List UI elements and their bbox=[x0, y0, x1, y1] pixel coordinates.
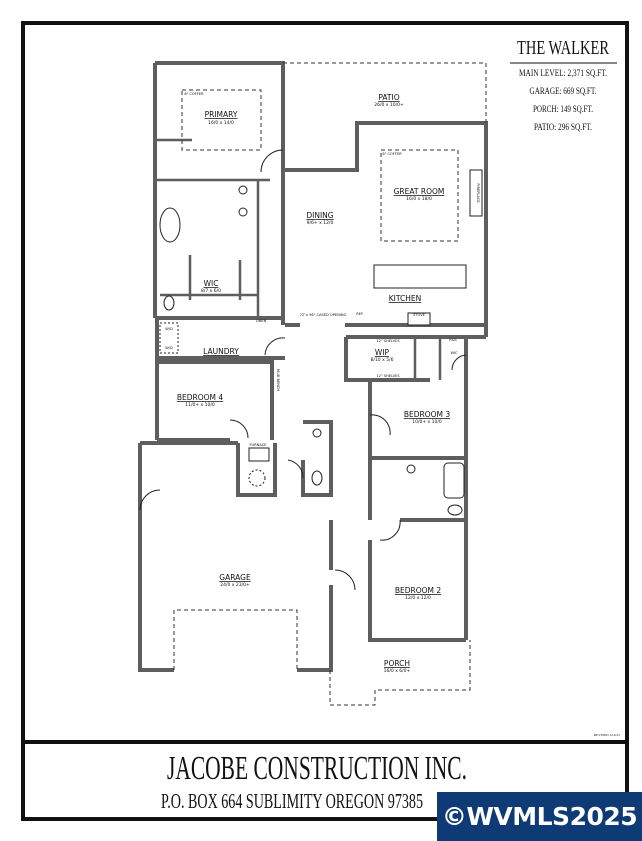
room-wic: WIC bbox=[204, 279, 219, 288]
fireplace bbox=[469, 169, 483, 217]
dim-bedroom-3: 10/0+ x 10/0 bbox=[412, 419, 442, 425]
dashed-outlines bbox=[173, 62, 487, 706]
note-furnace: FURNACE bbox=[249, 443, 267, 447]
mls-watermark: ©WVMLS2025 bbox=[437, 792, 642, 841]
room-kitchen: KITCHEN bbox=[389, 294, 422, 303]
note-shelves-top: 12" SHELVES bbox=[376, 339, 400, 343]
area-main: MAIN LEVEL: 2,371 SQ.FT. bbox=[519, 68, 607, 78]
room-laundry: LAUNDRY bbox=[203, 347, 239, 356]
kitchen-island bbox=[373, 264, 467, 289]
note-washer: W/D bbox=[165, 327, 173, 331]
sink bbox=[312, 428, 322, 438]
revised-note: REVISED 12.6.25 bbox=[594, 733, 620, 737]
area-garage: GARAGE: 669 SQ.FT. bbox=[530, 86, 597, 96]
note-coffer-great-room: 8" COFFER bbox=[382, 152, 402, 156]
room-bedroom-2: BEDROOM 2 bbox=[395, 586, 442, 595]
toilet bbox=[311, 470, 323, 486]
dim-bedroom-2: 12/0 x 12/0 bbox=[405, 595, 431, 601]
room-bedroom-3: BEDROOM 3 bbox=[404, 410, 451, 419]
furnace bbox=[248, 447, 270, 462]
bathtub bbox=[159, 207, 181, 243]
sink bbox=[406, 464, 416, 474]
dim-wip: 8/10 x 5/6 bbox=[371, 357, 394, 363]
note-shelves-bottom: 12" SHELVES bbox=[376, 374, 400, 378]
company-address: P.O. BOX 664 SUBLIMITY OREGON 97385 bbox=[161, 789, 423, 813]
water-heater bbox=[248, 469, 266, 487]
walls bbox=[138, 61, 488, 672]
room-wip: WIP bbox=[375, 348, 390, 357]
note-wic: WIC bbox=[450, 351, 458, 355]
note-rs: R&S bbox=[449, 338, 457, 342]
room-dining: DINING bbox=[306, 211, 333, 220]
sink bbox=[238, 185, 248, 195]
sink bbox=[238, 207, 248, 217]
dim-bedroom-4: 11/0+ x 10/0 bbox=[185, 402, 215, 408]
toilet bbox=[163, 295, 175, 311]
room-bedroom-4: BEDROOM 4 bbox=[177, 393, 224, 402]
dim-primary: 16/0 x 14/0 bbox=[208, 120, 234, 126]
sheet-border bbox=[21, 21, 629, 821]
note-fireplace: FIREPLACE bbox=[476, 183, 480, 203]
area-patio: PATIO: 296 SQ.FT. bbox=[534, 122, 592, 132]
note-cased-opening: 72"x 96" CASED OPENING bbox=[300, 313, 347, 317]
room-patio: PATIO bbox=[378, 93, 399, 102]
fixtures bbox=[159, 169, 483, 516]
room-primary: PRIMARY bbox=[205, 110, 238, 119]
dim-dining: 9/6+ x 12/0 bbox=[307, 220, 334, 226]
company-name: JACOBE CONSTRUCTION INC. bbox=[167, 750, 467, 787]
room-great-room: GREAT ROOM bbox=[394, 187, 445, 196]
toilet bbox=[447, 504, 463, 516]
washer-dryer bbox=[159, 322, 179, 354]
room-garage: GARAGE bbox=[219, 573, 251, 582]
note-coffer-primary: 8" COFFER bbox=[184, 92, 204, 96]
note-dryer: W/D bbox=[165, 346, 173, 350]
stove bbox=[407, 312, 431, 326]
dim-great-room: 16/0 x 18/0 bbox=[406, 196, 432, 202]
dim-garage: 24/0 x 23/0+ bbox=[220, 582, 250, 588]
room-porch: PORCH bbox=[384, 659, 410, 668]
note-linen: LINEN bbox=[256, 319, 267, 323]
hall-bathtub bbox=[443, 462, 465, 499]
dim-porch: 16/0 x 6/0+ bbox=[384, 668, 411, 674]
area-porch: PORCH: 149 SQ.FT. bbox=[533, 104, 593, 114]
dim-patio: 26/0 x 10/0+ bbox=[374, 102, 404, 108]
note-stove: STOVE bbox=[413, 313, 426, 317]
plan-title: THE WALKER bbox=[517, 37, 609, 59]
note-mud-bench: MUD BENCH bbox=[276, 369, 280, 392]
doors bbox=[139, 149, 467, 591]
note-ref: REF. bbox=[356, 312, 363, 316]
dim-wic: 8/7 x 6/0 bbox=[201, 288, 221, 294]
